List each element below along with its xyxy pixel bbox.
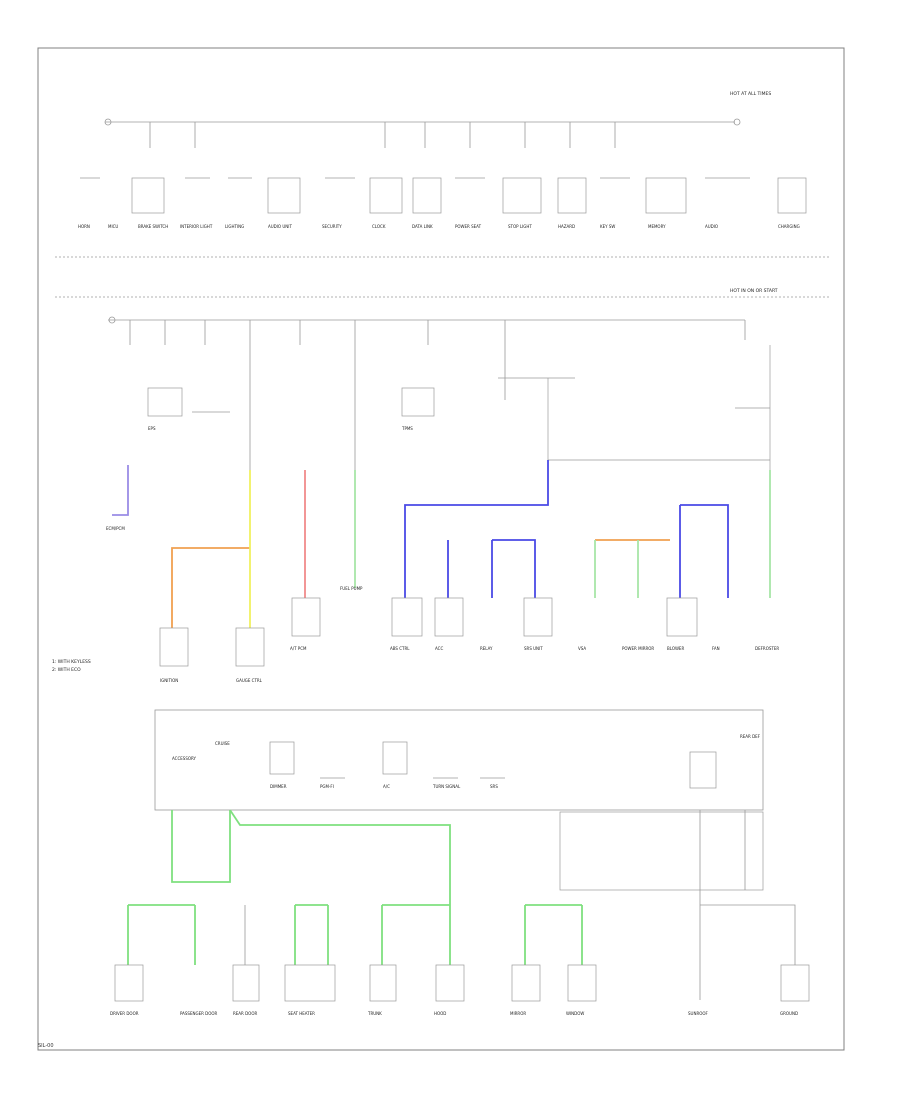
svg-text:WINDOW: WINDOW: [566, 1011, 584, 1016]
top-row-components: [80, 177, 807, 214]
svg-text:REAR DOOR: REAR DOOR: [233, 1011, 257, 1016]
svg-text:EPS: EPS: [148, 426, 156, 431]
svg-text:KEY SW: KEY SW: [600, 224, 615, 229]
svg-text:DIMMER: DIMMER: [270, 784, 287, 789]
svg-text:TURN SIGNAL: TURN SIGNAL: [432, 784, 461, 789]
svg-text:IGNITION: IGNITION: [160, 678, 178, 683]
legend-note: 2: WITH ECO: [52, 667, 81, 673]
svg-text:RELAY: RELAY: [480, 646, 493, 651]
svg-text:SRS: SRS: [490, 784, 498, 789]
section-header-top: HOT AT ALL TIMES: [730, 91, 771, 97]
bottom-wires: [127, 809, 583, 965]
svg-text:DATA LINK: DATA LINK: [412, 224, 433, 229]
svg-text:HOOD: HOOD: [434, 1011, 446, 1016]
svg-text:SECURITY: SECURITY: [322, 224, 342, 229]
svg-text:A/T PCM: A/T PCM: [290, 646, 307, 651]
svg-text:ABS CTRL: ABS CTRL: [390, 646, 410, 651]
svg-text:POWER SEAT: POWER SEAT: [455, 224, 482, 229]
middle-row-components: [159, 597, 698, 667]
svg-text:DRIVER DOOR: DRIVER DOOR: [110, 1011, 139, 1016]
svg-text:POWER MIRROR: POWER MIRROR: [622, 646, 654, 651]
middle-bus: [108, 316, 746, 470]
svg-text:VSA: VSA: [578, 646, 586, 651]
fuse-box: [154, 709, 764, 811]
svg-text:HAZARD: HAZARD: [558, 224, 575, 229]
svg-text:STOP LIGHT: STOP LIGHT: [508, 224, 532, 229]
svg-text:CLOCK: CLOCK: [372, 224, 386, 229]
svg-text:CHARGING: CHARGING: [778, 224, 800, 229]
svg-text:PASSENGER DOOR: PASSENGER DOOR: [180, 1011, 218, 1016]
svg-text:DEFROSTER: DEFROSTER: [755, 646, 779, 651]
svg-text:AUDIO UNIT: AUDIO UNIT: [268, 224, 292, 229]
fuse-box-components: [269, 741, 717, 789]
svg-text:HORN: HORN: [78, 224, 90, 229]
svg-text:TPMS: TPMS: [401, 426, 413, 431]
svg-text:ECM/PCM: ECM/PCM: [106, 526, 125, 531]
svg-text:SUNROOF: SUNROOF: [688, 1011, 709, 1016]
svg-text:REAR DEF: REAR DEF: [740, 734, 761, 739]
diagram-frame: [37, 47, 845, 1051]
sub-panel: [559, 811, 764, 891]
fuse-row-labels: ACCESSORY CRUISE DIMMER PGM-FI A/C TURN …: [172, 734, 761, 789]
svg-text:GROUND: GROUND: [780, 1011, 798, 1016]
svg-text:LIGHTING: LIGHTING: [225, 224, 244, 229]
middle-relays: [147, 345, 771, 470]
svg-text:SEAT HEATER: SEAT HEATER: [288, 1011, 315, 1016]
bottom-row-labels: DRIVER DOOR PASSENGER DOOR REAR DOOR SEA…: [110, 1011, 798, 1016]
svg-text:GAUGE CTRL: GAUGE CTRL: [236, 678, 263, 683]
page-code: SIL-00: [38, 1043, 54, 1049]
svg-text:MEMORY: MEMORY: [648, 224, 666, 229]
svg-text:SRS UNIT: SRS UNIT: [524, 646, 543, 651]
svg-text:TRUNK: TRUNK: [367, 1011, 382, 1016]
top-row-labels: HORN MICU BRAKE SWITCH INTERIOR LIGHT LI…: [78, 224, 800, 229]
legend-note: 1: WITH KEYLESS: [52, 659, 91, 665]
svg-text:INTERIOR LIGHT: INTERIOR LIGHT: [180, 224, 213, 229]
svg-text:A/C: A/C: [383, 784, 390, 789]
svg-text:MIRROR: MIRROR: [510, 1011, 526, 1016]
svg-text:ACC: ACC: [435, 646, 443, 651]
section-header-middle: HOT IN ON OR START: [730, 288, 778, 294]
svg-text:AUDIO: AUDIO: [705, 224, 718, 229]
svg-text:ACCESSORY: ACCESSORY: [172, 756, 197, 761]
svg-text:BLOWER: BLOWER: [667, 646, 684, 651]
svg-text:CRUISE: CRUISE: [215, 741, 230, 746]
bottom-gray-wires: [244, 810, 796, 1000]
svg-text:BRAKE SWITCH: BRAKE SWITCH: [138, 224, 168, 229]
svg-text:FUEL PUMP: FUEL PUMP: [340, 586, 363, 591]
svg-text:FAN: FAN: [712, 646, 720, 651]
top-bus: [104, 118, 741, 148]
svg-text:MICU: MICU: [108, 224, 118, 229]
colored-wires: [112, 460, 771, 628]
middle-row-labels: ECM/PCM IGNITION GAUGE CTRL A/T PCM FUEL…: [106, 426, 779, 683]
svg-text:PGM-FI: PGM-FI: [320, 784, 334, 789]
bottom-row-components: [114, 964, 810, 1002]
